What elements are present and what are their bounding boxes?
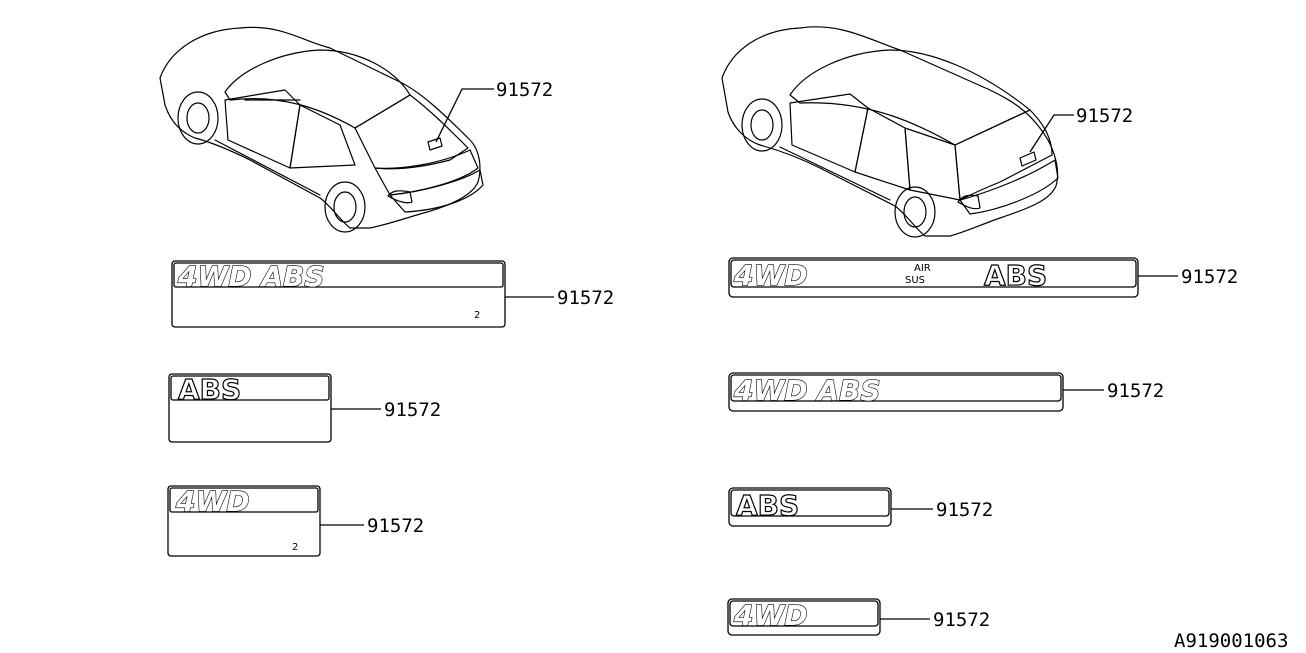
leader-lines [320, 88, 1178, 620]
badge-text-4wd: 4WD [733, 259, 808, 292]
badge-text-sus: SUS [905, 275, 925, 286]
callout-wagon-4wd-abs[interactable]: 91572 [1107, 380, 1164, 402]
badge-text-air: AIR [914, 263, 931, 274]
badge-text-4wd-abs: 4WD ABS [177, 260, 325, 293]
badge-wagon-abs: ABS [728, 487, 892, 527]
callout-wagon-4wd-airsus-abs[interactable]: 91572 [1181, 266, 1238, 288]
badge-quantity: 2 [474, 310, 480, 321]
callout-sedan-car[interactable]: 91572 [496, 79, 553, 101]
badge-quantity: 2 [292, 542, 298, 553]
badge-sedan-4wd-abs: 4WD ABS 2 [171, 259, 506, 328]
badge-text-4wd-abs: 4WD ABS [733, 374, 881, 407]
badge-text-4wd: 4WD [175, 485, 250, 518]
badge-text-abs: ABS [736, 489, 799, 522]
callout-wagon-car[interactable]: 91572 [1076, 105, 1133, 127]
badge-text-4wd: 4WD [733, 599, 808, 632]
badge-text-abs: ABS [178, 373, 241, 406]
badge-wagon-4wd: 4WD [727, 598, 881, 636]
sedan-illustration [159, 26, 484, 233]
callout-sedan-4wd[interactable]: 91572 [367, 515, 424, 537]
badge-wagon-4wd-airsus-abs: 4WD AIR SUS ABS [728, 257, 1139, 298]
callout-wagon-abs[interactable]: 91572 [936, 499, 993, 521]
callout-sedan-4wd-abs[interactable]: 91572 [557, 287, 614, 309]
badge-sedan-abs: ABS [168, 372, 332, 443]
badge-wagon-4wd-abs: 4WD ABS [728, 372, 1064, 412]
wagon-illustration [721, 26, 1059, 238]
drawing-id: A919001063 [1174, 630, 1288, 652]
callout-wagon-4wd[interactable]: 91572 [933, 609, 990, 631]
badge-text-abs: ABS [984, 259, 1047, 292]
badge-sedan-4wd: 4WD 2 [167, 484, 321, 557]
callout-sedan-abs[interactable]: 91572 [384, 399, 441, 421]
